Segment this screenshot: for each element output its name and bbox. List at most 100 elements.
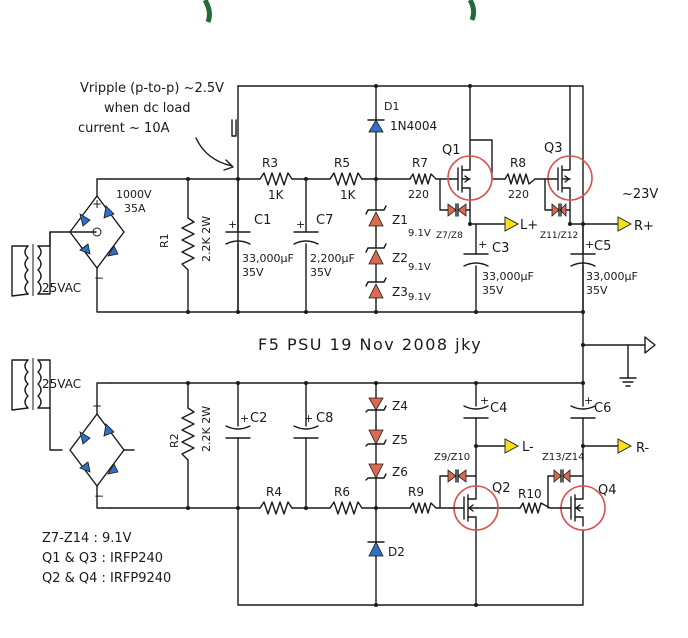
resistor-r10: R10 xyxy=(518,487,551,514)
zener-z5: Z5 xyxy=(365,429,408,447)
c8-label: C8 xyxy=(316,411,333,426)
note-q1-q3: Q1 & Q3 : IRFP240 xyxy=(42,551,163,566)
d2-label: D2 xyxy=(388,545,405,559)
note-zeners: Z7-Z14 : 9.1V xyxy=(42,531,132,546)
r6-label: R6 xyxy=(334,485,350,499)
annotation-line-1: Vripple (p-to-p) ~2.5V xyxy=(80,81,224,96)
r10-label: R10 xyxy=(518,487,542,501)
resistor-r6: R6 xyxy=(329,485,363,515)
zener-z13-z14: Z13/Z14 xyxy=(542,452,585,483)
transformer-2-label: 25VAC xyxy=(42,377,81,391)
r8-value: 220 xyxy=(508,188,529,201)
svg-text:+: + xyxy=(296,218,305,231)
diode-d2: D2 xyxy=(367,541,405,559)
zener-z7-z8: Z7/Z8 xyxy=(436,203,467,241)
capacitor-c1: + C1 33,000µF 35V xyxy=(225,213,294,279)
resistor-r3: R3 1K xyxy=(259,156,293,202)
output-r-plus: R+ ~23V xyxy=(617,187,658,234)
q2-label: Q2 xyxy=(492,481,511,496)
r3-label: R3 xyxy=(262,156,278,170)
q3-label: Q3 xyxy=(544,141,563,156)
output-voltage: ~23V xyxy=(622,187,658,202)
transformer-1: 25VAC xyxy=(11,231,97,297)
c1-value: 33,000µF xyxy=(242,252,294,265)
capacitor-c3: + C3 33,000µF 35V xyxy=(463,238,534,297)
zener-z6: Z6 xyxy=(365,463,408,481)
resistor-r4: R4 xyxy=(259,485,293,515)
r2-value: 2.2K 2W xyxy=(200,406,213,452)
z4-label: Z4 xyxy=(392,399,408,413)
svg-text:+: + xyxy=(228,218,237,231)
c3-voltage: 35V xyxy=(482,284,504,297)
junction-dots xyxy=(186,84,585,607)
z2-value: 9.1V xyxy=(408,262,431,273)
r-plus-label: R+ xyxy=(634,219,654,234)
z9-z10-label: Z9/Z10 xyxy=(434,452,470,463)
c6-label: C6 xyxy=(594,401,611,416)
r3-value: 1K xyxy=(268,188,285,202)
c1-voltage: 35V xyxy=(242,266,264,279)
z11-z12-label: Z11/Z12 xyxy=(540,231,578,241)
output-l-plus: L+ xyxy=(504,216,538,233)
bridge-rating-current: 35A xyxy=(124,202,146,215)
r-minus-label: R- xyxy=(636,441,650,456)
z2-label: Z2 xyxy=(392,251,408,265)
bridge-rectifier-1: + − 1000V 35A xyxy=(69,178,152,313)
c5-voltage: 35V xyxy=(586,284,608,297)
annotation-line-3: current ~ 10A xyxy=(78,121,170,136)
z1-label: Z1 xyxy=(392,213,408,227)
d1-part: 1N4004 xyxy=(390,119,437,133)
svg-text:+: + xyxy=(240,412,249,425)
r5-label: R5 xyxy=(334,156,350,170)
c7-label: C7 xyxy=(316,213,333,228)
zener-z2: Z2 9.1V xyxy=(365,243,431,273)
capacitor-c5: + C5 33,000µF 35V xyxy=(570,238,638,297)
svg-text:+: + xyxy=(480,394,489,407)
svg-text:+: + xyxy=(92,197,102,211)
z7-z8-label: Z7/Z8 xyxy=(436,231,463,241)
bridge-rectifier-2: + − xyxy=(69,382,135,509)
resistor-r2: R2 2.2K 2W xyxy=(168,406,213,461)
l-minus-label: L- xyxy=(522,440,534,455)
output-l-minus: L- xyxy=(504,438,534,455)
c2-label: C2 xyxy=(250,411,267,426)
bottom-rails xyxy=(109,382,619,606)
c3-value: 33,000µF xyxy=(482,270,534,283)
r1-value: 2.2K 2W xyxy=(200,216,213,262)
binding-string xyxy=(202,0,477,23)
zener-z3: Z3 9.1V xyxy=(365,277,431,303)
l-plus-label: L+ xyxy=(520,218,538,233)
r9-label: R9 xyxy=(408,485,424,499)
r7-label: R7 xyxy=(412,156,428,170)
r1-label: R1 xyxy=(158,233,171,248)
diagram-title: F5 PSU 19 Nov 2008 jky xyxy=(258,335,482,354)
q4-label: Q4 xyxy=(598,483,617,498)
zener-z9-z10: Z9/Z10 xyxy=(434,452,470,483)
r5-value: 1K xyxy=(340,188,357,202)
top-rails xyxy=(109,85,619,313)
svg-text:+: + xyxy=(585,238,594,251)
mosfet-q3: Q3 xyxy=(544,141,593,201)
resistor-r5: R5 1K xyxy=(329,156,363,202)
c7-voltage: 35V xyxy=(310,266,332,279)
svg-text:+: + xyxy=(584,394,593,407)
z13-z14-label: Z13/Z14 xyxy=(542,452,585,463)
z5-label: Z5 xyxy=(392,433,408,447)
c7-value: 2,200µF xyxy=(310,252,355,265)
transformer-2: 25VAC xyxy=(11,358,81,451)
q1-label: Q1 xyxy=(442,143,461,158)
svg-text:+: + xyxy=(304,412,313,425)
resistor-r1: R1 2.2K 2W xyxy=(158,216,213,271)
capacitor-c4: + C4 xyxy=(463,394,507,419)
annotation-line-2: when dc load xyxy=(104,101,191,116)
zener-z11-z12: Z11/Z12 xyxy=(540,203,578,241)
c5-label: C5 xyxy=(594,239,611,254)
zener-z1: Z1 9.1V xyxy=(365,205,431,239)
c4-label: C4 xyxy=(490,401,507,416)
resistor-r9: R9 xyxy=(408,485,437,514)
r2-label: R2 xyxy=(168,433,181,448)
z1-value: 9.1V xyxy=(408,228,431,239)
c5-value: 33,000µF xyxy=(586,270,638,283)
c3-label: C3 xyxy=(492,241,509,256)
z6-label: Z6 xyxy=(392,465,408,479)
